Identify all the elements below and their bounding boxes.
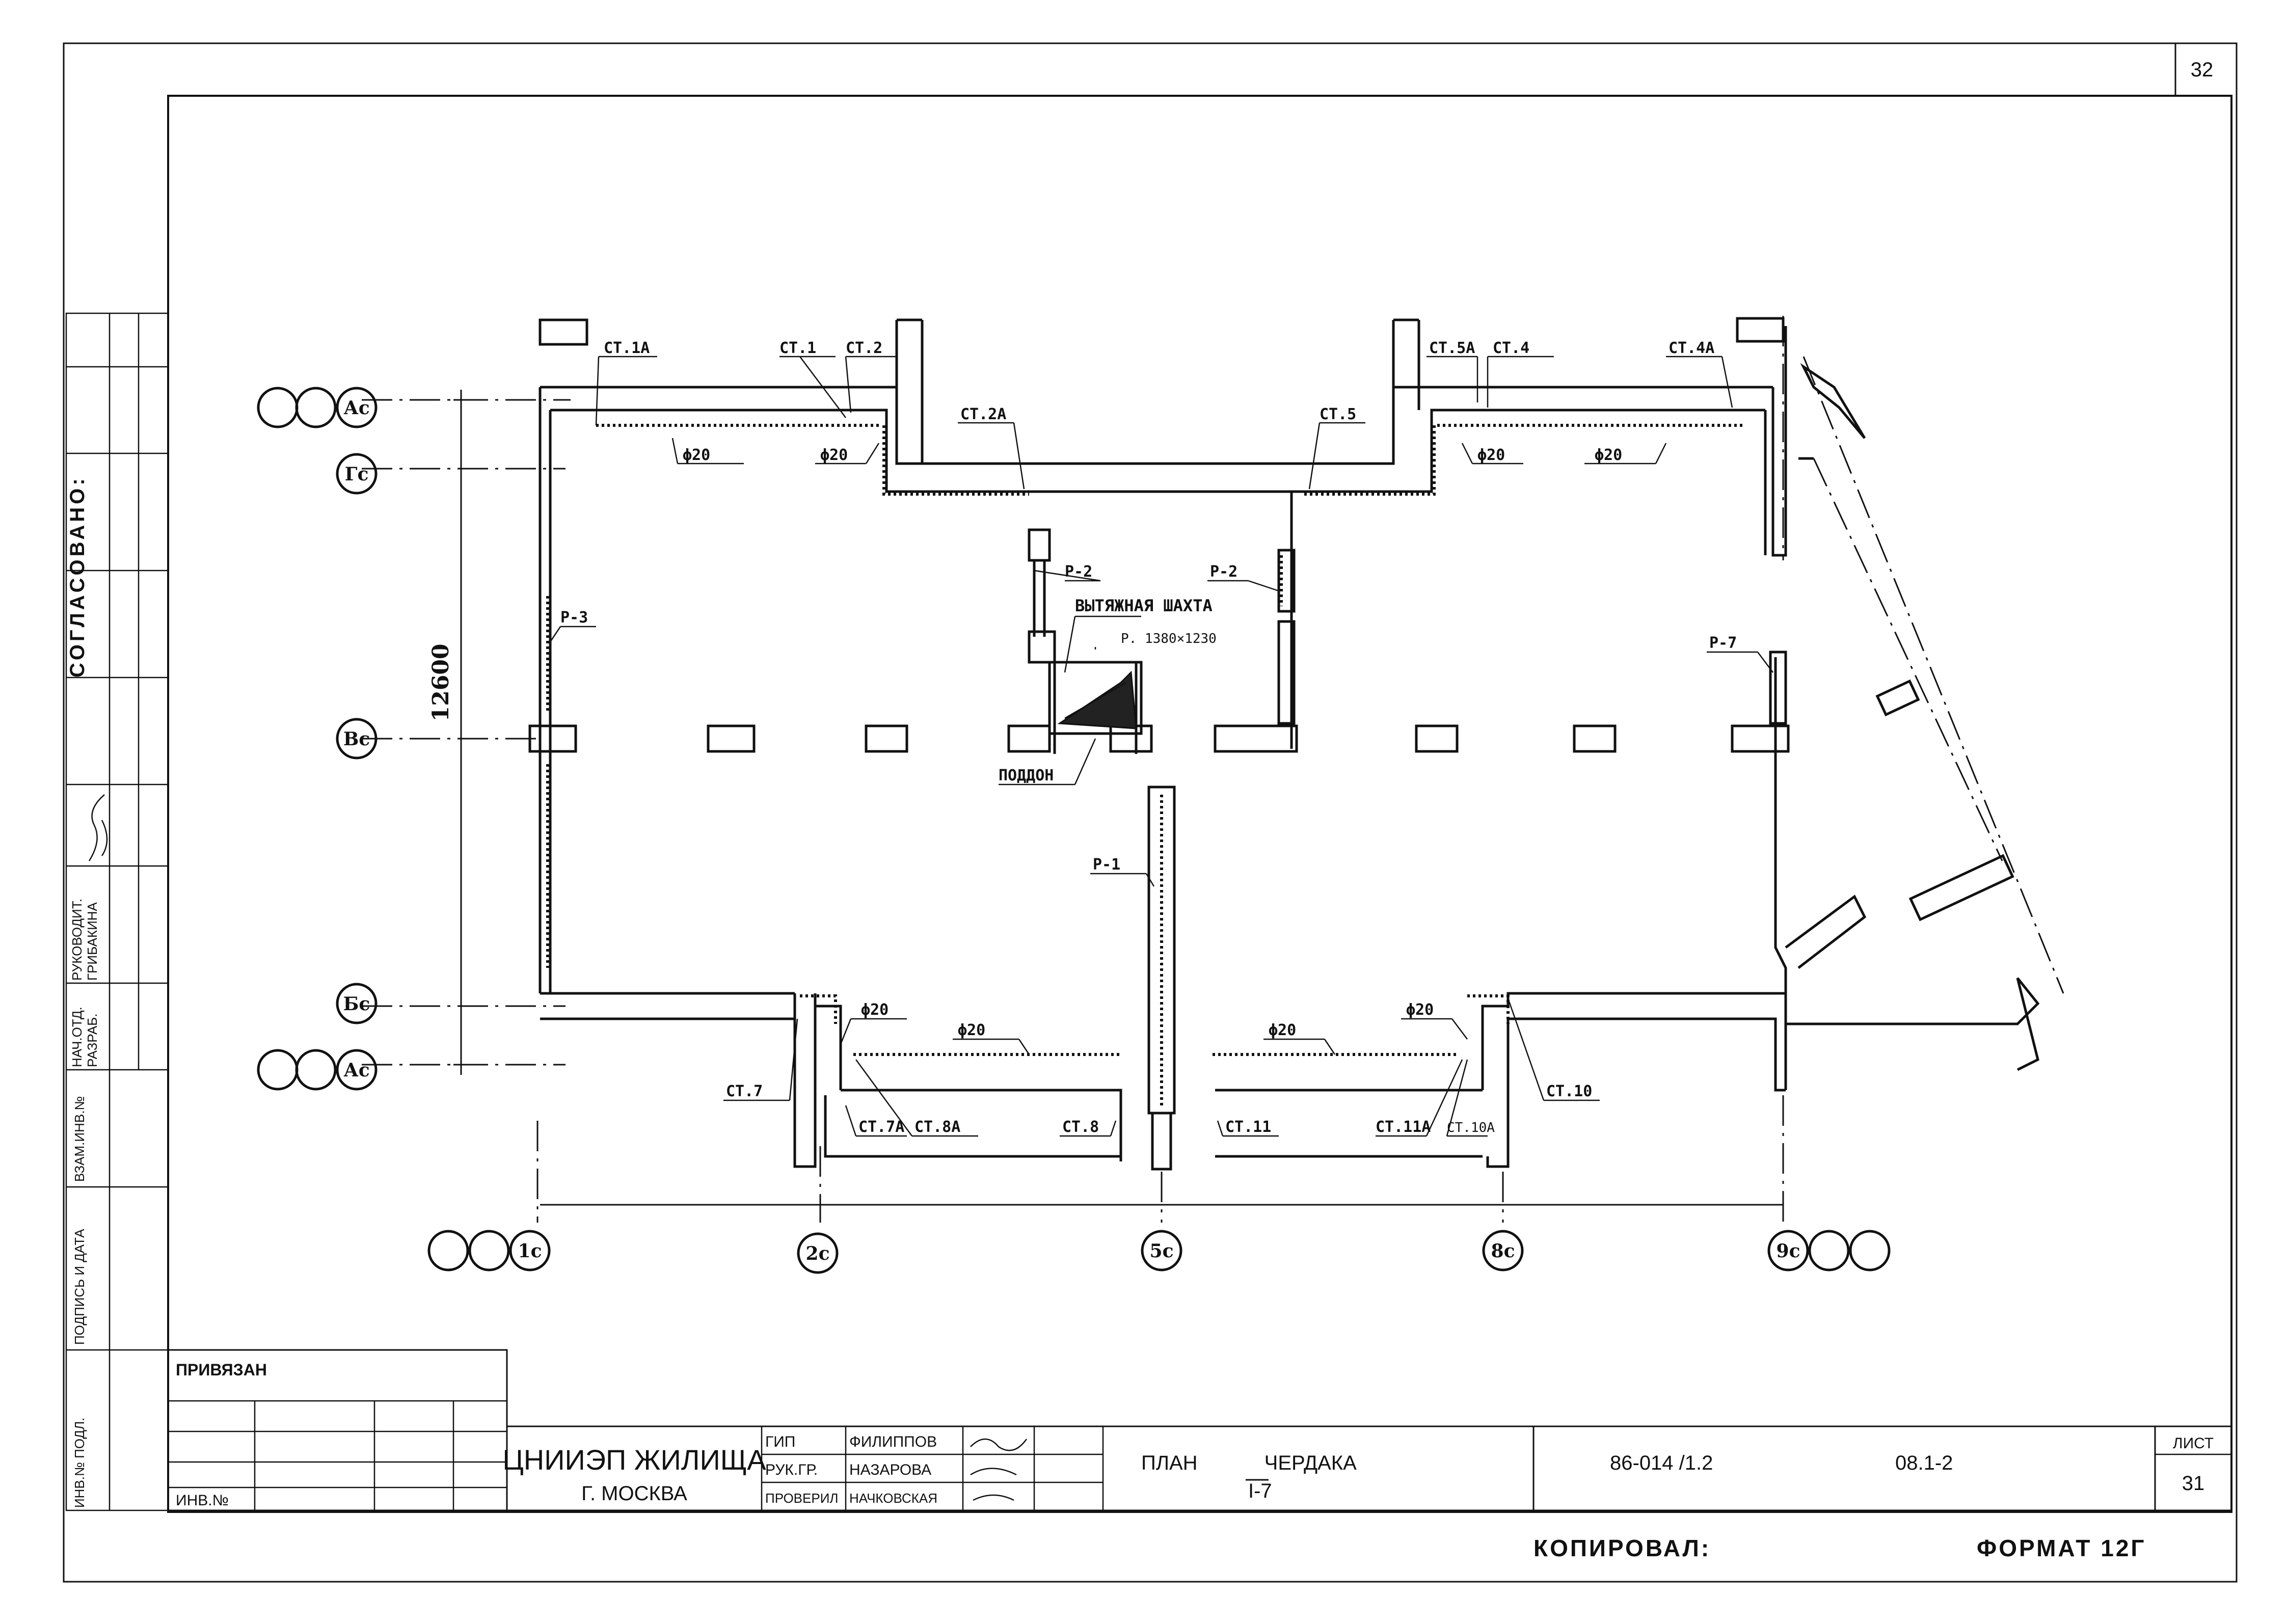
axis-col-5: 9с xyxy=(1777,1240,1800,1262)
label-st11: СТ.11 xyxy=(1225,1118,1271,1136)
axis-row-5: Ас xyxy=(343,1060,369,1081)
label-d3: ϕ20 xyxy=(1477,446,1505,464)
label-st8: СТ.8 xyxy=(1062,1118,1099,1136)
label-st7: СТ.7 xyxy=(726,1082,763,1100)
side-row-developer: РАЗРАБ. xyxy=(85,1013,100,1067)
name-checked: НАЧКОВСКАЯ xyxy=(849,1491,937,1506)
side-inv-original: ИНВ.№ ПОДЛ. xyxy=(72,1418,87,1508)
label-p2a: Р-2 xyxy=(1065,563,1092,581)
axis-row-2: Гс xyxy=(345,464,369,485)
label-st11a: СТ.11А xyxy=(1376,1118,1431,1136)
title-block-grid xyxy=(167,1349,2232,1511)
label-d1: ϕ20 xyxy=(683,446,710,464)
side-signature xyxy=(88,794,108,861)
approval-strip xyxy=(65,312,169,1511)
label-p7: Р-7 xyxy=(1709,634,1737,652)
col-axis-bubbles xyxy=(427,1230,1891,1274)
role-checked: ПРОВЕРИЛ xyxy=(765,1491,838,1506)
label-st8a: СТ.8А xyxy=(914,1118,960,1136)
leader-lines xyxy=(549,356,1773,1137)
role-group-lead: РУК.ГР. xyxy=(765,1461,818,1478)
building-walls xyxy=(539,317,1787,1171)
side-row-head: НАЧ.ОТД. xyxy=(69,1007,85,1067)
drawing-title: ПЛАН ЧЕРДАКА xyxy=(1141,1452,1357,1474)
format-label: ФОРМАТ 12Г xyxy=(1977,1535,2146,1561)
label-st10: СТ.10 xyxy=(1546,1082,1592,1100)
axis-row-1: Ас xyxy=(343,397,369,419)
title-signatures xyxy=(970,1438,1028,1501)
axis-col-2: 2с xyxy=(806,1243,830,1264)
columns-row xyxy=(528,724,1790,753)
label-shaft: ВЫТЯЖНАЯ ШАХТА xyxy=(1075,596,1213,615)
label-st10a: СТ.10А xyxy=(1447,1120,1495,1135)
plan-labels: СТ.1А СТ.1 СТ.2 СТ.2А СТ.5 СТ.5А СТ.4 СТ… xyxy=(560,339,1737,1136)
label-d8: ϕ20 xyxy=(1406,1001,1434,1019)
label-d4: ϕ20 xyxy=(1595,446,1622,464)
axis-col-1: 1с xyxy=(518,1240,542,1262)
name-gip: ФИЛИППОВ xyxy=(849,1433,937,1450)
label-st5a: СТ.5А xyxy=(1429,339,1475,357)
org-city: Г. МОСКВА xyxy=(581,1482,687,1505)
label-st1: СТ.1 xyxy=(779,339,816,357)
label-p2b: Р-2 xyxy=(1210,563,1237,581)
org-name: ЦНИИЭП ЖИЛИЩА xyxy=(502,1444,766,1476)
axis-col-3: 5с xyxy=(1150,1240,1174,1262)
name-group-lead: НАЗАРОВА xyxy=(849,1461,931,1478)
label-st2a: СТ.2А xyxy=(960,405,1006,423)
approval-header: СОГЛАСОВАНО: xyxy=(66,475,89,678)
drawing-sub: I-7 xyxy=(1248,1480,1272,1502)
dimension-12600 xyxy=(453,390,469,1075)
label-st2: СТ.2 xyxy=(846,339,882,357)
label-p1: Р-1 xyxy=(1093,856,1120,874)
axis-row-3: Вс xyxy=(343,728,370,750)
insulation-runs xyxy=(546,424,1742,1105)
axis-row-4: Бс xyxy=(343,993,370,1015)
side-row-manager: РУКОВОДИТ. xyxy=(69,899,85,981)
drawing-code-part: 08.1-2 xyxy=(1895,1452,1953,1474)
ventilation-shaft xyxy=(1028,528,1296,754)
sheet-label: ЛИСТ xyxy=(2173,1435,2214,1452)
dimension-label: 12600 xyxy=(428,643,454,721)
label-st5: СТ.5 xyxy=(1320,405,1356,423)
axis-col-4: 8с xyxy=(1491,1240,1515,1262)
corner-sheet-number: 32 xyxy=(2191,59,2214,81)
label-st4: СТ.4 xyxy=(1493,339,1529,357)
label-p3: Р-3 xyxy=(560,609,588,627)
label-d5: ϕ20 xyxy=(861,1001,889,1019)
role-gip: ГИП xyxy=(765,1433,795,1450)
row-axis-bubbles xyxy=(257,387,378,1091)
side-row-name: ГРИБАКИНА xyxy=(85,902,100,981)
attached-label: ПРИВЯЗАН xyxy=(176,1361,267,1379)
inv-label: ИНВ.№ xyxy=(176,1492,229,1509)
label-tray: ПОДДОН xyxy=(999,767,1054,784)
drawing-code: 86-014 /1.2 xyxy=(1610,1452,1713,1474)
label-d7: ϕ20 xyxy=(1269,1021,1296,1039)
label-shaft-size: Р. 1380×1230 xyxy=(1121,631,1217,646)
label-st4a: СТ.4А xyxy=(1669,339,1714,357)
sheet-number: 31 xyxy=(2182,1472,2205,1495)
right-bay xyxy=(1769,356,2064,1090)
side-signature-date: ПОДПИСЬ И ДАТА xyxy=(72,1229,87,1345)
label-d6: ϕ20 xyxy=(958,1021,985,1039)
side-replaced-inv: ВЗАМ.ИНВ.№ xyxy=(72,1096,87,1182)
label-d2: ϕ20 xyxy=(820,446,848,464)
label-st7a: СТ.7А xyxy=(858,1118,904,1136)
copied-label: КОПИРОВАЛ: xyxy=(1533,1535,1711,1561)
label-st1a: СТ.1А xyxy=(604,339,650,357)
